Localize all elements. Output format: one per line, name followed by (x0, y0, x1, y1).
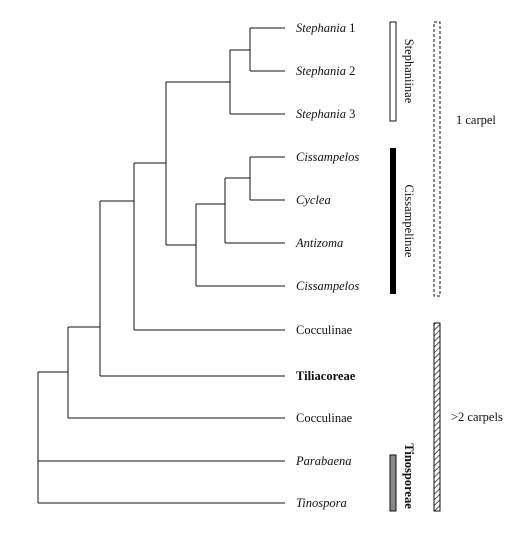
tip-labels: Stephania 1 Stephania 2 Stephania 3 Ciss… (295, 21, 359, 510)
clade-bars (389, 21, 397, 512)
cissampelinae-label: Cissampelinae (402, 185, 416, 258)
cissampelinae-bar (390, 148, 396, 294)
tip-label: Tiliacoreae (296, 369, 356, 383)
tip-label: Cocculinae (296, 323, 353, 337)
character-bars (433, 21, 441, 512)
two-carpels-bar (433, 322, 441, 512)
tinosporeae-bar (389, 454, 397, 512)
tip-label: Stephania 2 (296, 64, 355, 78)
tip-label: Parabaena (295, 454, 352, 468)
one-carpel-label: 1 carpel (456, 113, 496, 127)
tip-label: Antizoma (295, 236, 343, 250)
one-carpel-bar (433, 21, 441, 297)
tip-label: Cissampelos (296, 279, 359, 293)
tip-label: Stephania 3 (296, 107, 355, 121)
tip-label: Stephania 1 (296, 21, 355, 35)
tinosporeae-label: Tinosporeae (402, 443, 416, 509)
tip-label: Cocculinae (296, 411, 353, 425)
tip-label: Cyclea (296, 193, 331, 207)
tip-label: Tinospora (296, 496, 347, 510)
tree-branches (37, 27, 285, 504)
stephaniinae-label: Stephaniinae (402, 39, 416, 104)
tip-label: Cissampelos (296, 150, 359, 164)
two-carpels-label: >2 carpels (451, 410, 503, 424)
stephaniinae-bar (389, 21, 397, 122)
clade-labels: Stephaniinae Cissampelinae Tinosporeae (402, 39, 416, 509)
